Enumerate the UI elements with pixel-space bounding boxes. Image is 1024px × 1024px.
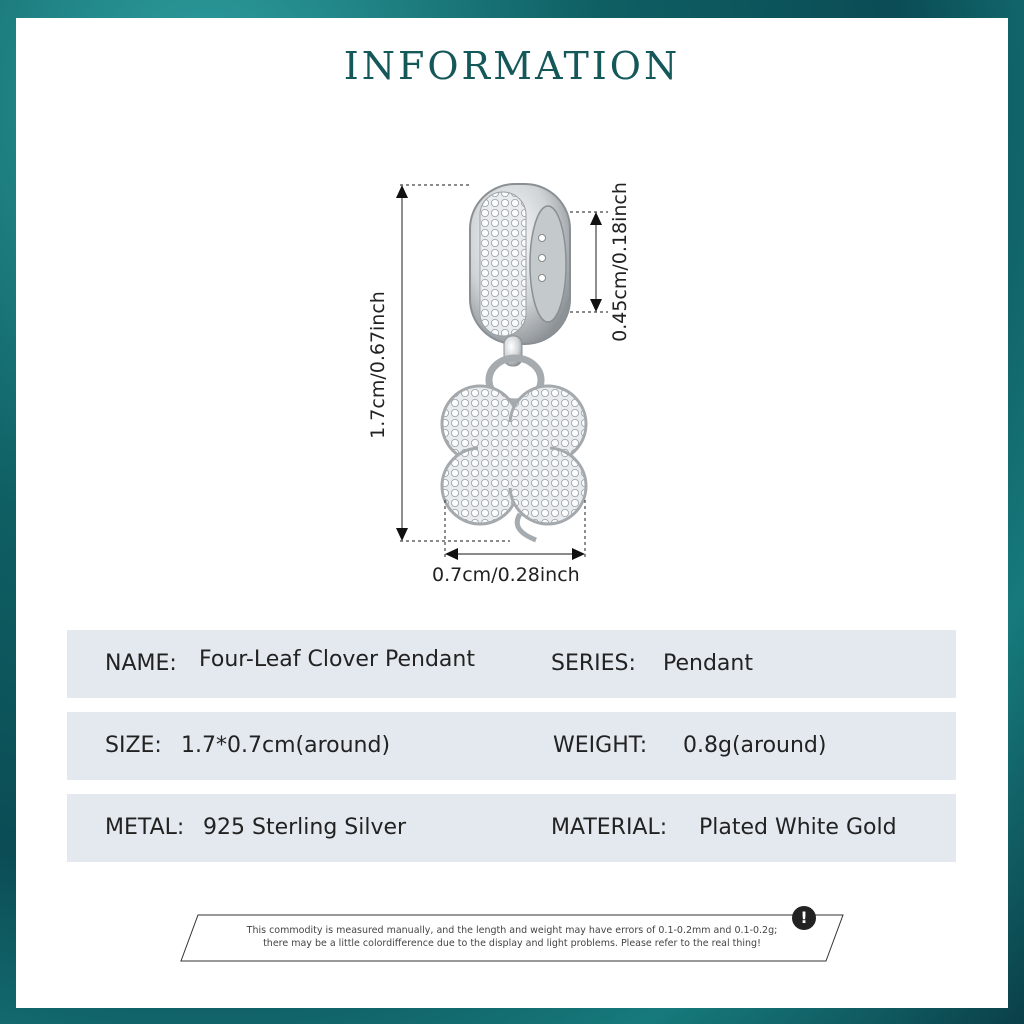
disclaimer-text: This commodity is measured manually, and… (220, 924, 804, 950)
spec-value: Pendant (663, 651, 753, 676)
spec-row-name: NAME: Four-Leaf Clover Pendant SERIES: P… (67, 630, 956, 698)
spec-row-metal: METAL: 925 Sterling Silver MATERIAL: Pla… (67, 794, 956, 862)
spec-label: METAL: (105, 815, 185, 840)
spec-label: WEIGHT: (553, 733, 648, 758)
disclaimer-line-2: there may be a little colordifference du… (263, 938, 761, 949)
spec-label: NAME: (105, 651, 177, 676)
spec-value: Plated White Gold (699, 815, 897, 840)
pendant-illustration (396, 183, 608, 560)
spec-value: 0.8g(around) (683, 733, 827, 758)
spec-label: SERIES: (551, 651, 636, 676)
warning-icon: ! (792, 906, 816, 930)
spec-value: 925 Sterling Silver (203, 815, 407, 840)
disclaimer-line-1: This commodity is measured manually, and… (246, 925, 778, 936)
spec-label: SIZE: (105, 733, 162, 758)
spec-value: Four-Leaf Clover Pendant (199, 647, 475, 672)
clover-charm (440, 384, 588, 526)
spec-row-size: SIZE: 1.7*0.7cm(around) WEIGHT: 0.8g(aro… (67, 712, 956, 780)
spec-value: 1.7*0.7cm(around) (181, 733, 391, 758)
height-dimension-label: 1.7cm/0.67inch (367, 291, 389, 439)
spec-label: MATERIAL: (551, 815, 668, 840)
page-title: INFORMATION (343, 44, 681, 88)
ring-dimension-label: 0.45cm/0.18inch (609, 182, 631, 342)
disclaimer-box: This commodity is measured manually, and… (180, 906, 844, 962)
width-dimension-label: 0.7cm/0.28inch (432, 564, 580, 586)
